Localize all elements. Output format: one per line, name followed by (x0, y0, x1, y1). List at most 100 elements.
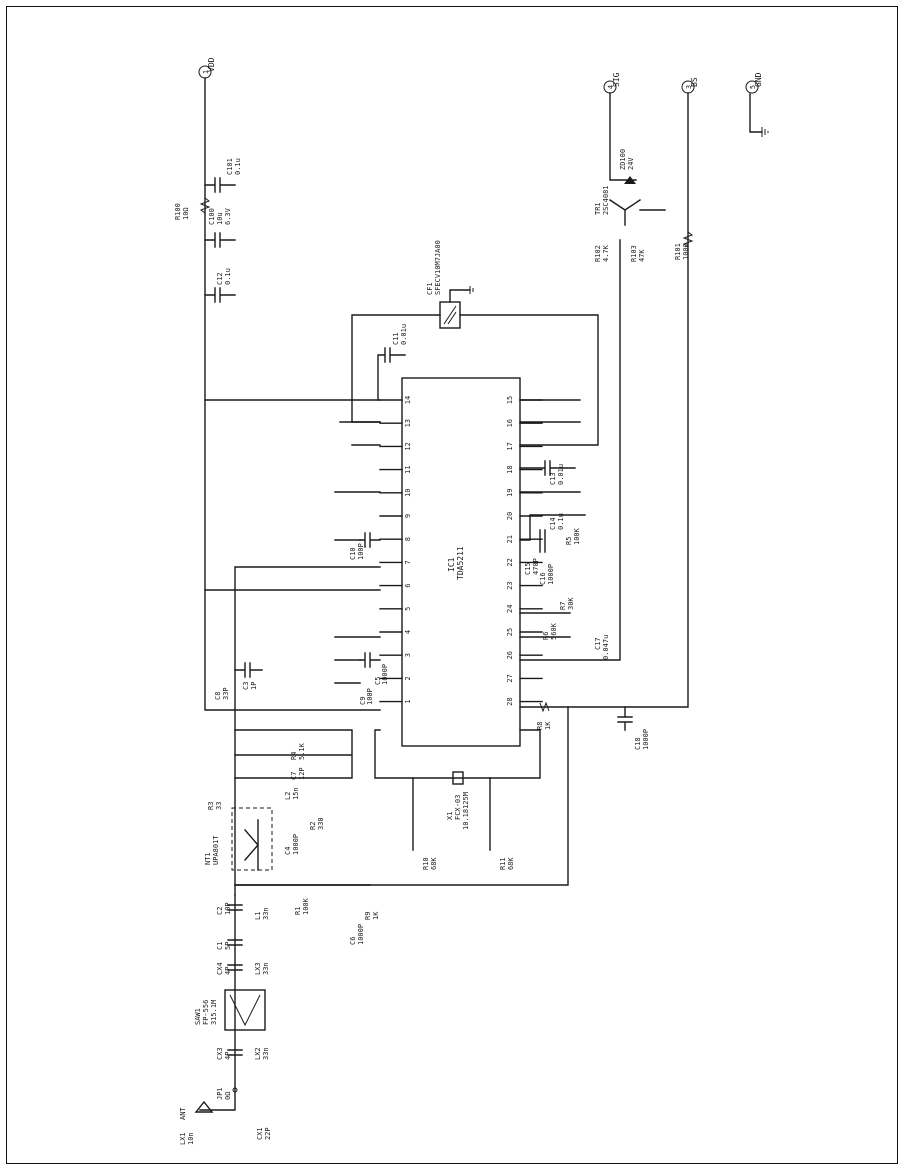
ic1-pin-number: 1 (404, 699, 412, 703)
svg-text:JP1: JP1 (216, 1087, 224, 1100)
ic1-pin-number: 28 (506, 697, 514, 705)
svg-text:TR1: TR1 (594, 202, 602, 215)
svg-text:330: 330 (317, 817, 325, 830)
svg-text:10u: 10u (216, 212, 224, 225)
svg-text:R1: R1 (294, 907, 302, 915)
svg-text:33n: 33n (262, 1047, 270, 1060)
svg-text:C10: C10 (349, 547, 357, 560)
ic1-pin-number: 27 (506, 674, 514, 682)
svg-text:C18: C18 (634, 737, 642, 750)
c2-l1: C2 10P L1 33n (216, 902, 270, 920)
svg-text:C3: C3 (242, 682, 250, 690)
svg-text:C1: C1 (216, 942, 224, 950)
svg-text:68K: 68K (430, 857, 438, 870)
svg-text:C11: C11 (392, 332, 400, 345)
svg-text:1P: 1P (250, 682, 258, 690)
ic1-pin-number: 5 (404, 607, 412, 611)
svg-text:1000P: 1000P (642, 729, 650, 750)
ic1-pin-number: 23 (506, 581, 514, 589)
svg-text:5.1K: 5.1K (298, 742, 306, 760)
svg-text:33n: 33n (262, 962, 270, 975)
r10-r11: R10 68K R11 68K (422, 857, 515, 870)
svg-text:R5: R5 (565, 537, 573, 545)
svg-text:0.047u: 0.047u (602, 635, 610, 660)
c8-c3: C8 33P C3 1P (214, 662, 263, 700)
saw1-filter: SAW1 FP-556 315.1M (194, 989, 266, 1031)
ic1-part: TDA5211 (456, 546, 465, 580)
svg-text:10P: 10P (224, 902, 232, 915)
ic1-pin-number: 3 (404, 653, 412, 657)
svg-text:10Ω: 10Ω (182, 207, 190, 220)
ic1-pin-number: 7 (404, 560, 412, 564)
svg-text:L2: L2 (284, 792, 292, 800)
svg-text:33: 33 (215, 802, 223, 810)
svg-text:0.1u: 0.1u (234, 158, 242, 175)
svg-text:SFECV10M7JA00: SFECV10M7JA00 (434, 240, 442, 295)
svg-text:0.1u: 0.1u (557, 513, 565, 530)
svg-text:4.7K: 4.7K (602, 244, 610, 262)
svg-text:100P: 100P (366, 688, 374, 705)
c11: C11 0.01u (377, 324, 408, 401)
svg-text:47K: 47K (638, 249, 646, 262)
cx3-lx2: CX3 4P LX2 33n (216, 1047, 270, 1060)
svg-text:0.01u: 0.01u (400, 324, 408, 345)
svg-text:UPA801T: UPA801T (212, 835, 220, 865)
ic1-pin-number: 8 (404, 537, 412, 541)
r100: R100 10Ω (174, 197, 211, 220)
svg-text:315.1M: 315.1M (210, 1000, 218, 1025)
svg-text:R102: R102 (594, 245, 602, 262)
svg-text:100K: 100K (573, 527, 581, 545)
svg-text:1K: 1K (544, 721, 552, 730)
svg-text:68K: 68K (507, 857, 515, 870)
cx4-lx3: CX4 4P LX3 33n (216, 962, 270, 975)
svg-text:C9: C9 (359, 697, 367, 705)
svg-text:FP-556: FP-556 (202, 1000, 210, 1025)
svg-text:C7: C7 (290, 772, 298, 780)
c101: C101 0.1u (204, 158, 242, 193)
svg-text:R2: R2 (309, 822, 317, 830)
svg-text:1000P: 1000P (292, 834, 300, 855)
tr1-transistor: TR1 2SC4081 (594, 185, 666, 226)
svg-text:C5: C5 (374, 677, 382, 685)
ic1-pin-number: 21 (506, 535, 514, 543)
r8: R8 1K (536, 701, 552, 730)
svg-text:R6: R6 (542, 632, 550, 640)
svg-text:FCX-03: FCX-03 (454, 795, 462, 820)
r1-r9-c6: R1 100K R9 1K C6 1000P (294, 897, 380, 945)
svg-text:4: 4 (607, 85, 615, 89)
r6-r7-c17: R7 30K R6 560K C17 0.047u (519, 597, 610, 660)
svg-text:C4: C4 (284, 847, 292, 855)
ic1-pin-number: 18 (506, 465, 514, 473)
svg-text:C16: C16 (539, 572, 547, 585)
c1: C1 5P (216, 939, 243, 950)
svg-text:C12: C12 (216, 272, 224, 285)
svg-text:100Ω: 100Ω (682, 243, 690, 260)
r101: R101 100Ω (674, 231, 694, 260)
ic1-pin-number: 12 (404, 442, 412, 450)
svg-text:2SC4081: 2SC4081 (602, 185, 610, 215)
svg-text:470P: 470P (532, 558, 540, 575)
svg-text:1: 1 (202, 70, 210, 74)
svg-text:C6: C6 (349, 937, 357, 945)
svg-text:3: 3 (685, 85, 693, 89)
svg-text:1000P: 1000P (381, 664, 389, 685)
jp1: JP1 0Ω (216, 1087, 238, 1100)
svg-text:CX1: CX1 (256, 1127, 264, 1140)
svg-text:1K: 1K (372, 911, 380, 920)
crystal-x1: X1 FCX-03 10.18125M (446, 771, 470, 830)
svg-text:SIG: SIG (612, 72, 621, 87)
svg-text:0Ω: 0Ω (224, 1092, 232, 1100)
svg-text:CF1: CF1 (426, 282, 434, 295)
c18: C18 1000P (617, 706, 650, 750)
ic1-pin-number: 20 (506, 512, 514, 520)
svg-text:R9: R9 (364, 912, 372, 920)
svg-text:100P: 100P (357, 543, 365, 560)
svg-text:6.3V: 6.3V (224, 207, 232, 225)
svg-text:VDD: VDD (207, 57, 216, 72)
ic1-pin-number: 14 (404, 396, 412, 404)
svg-text:C2: C2 (216, 907, 224, 915)
svg-text:0.01u: 0.01u (557, 464, 565, 485)
svg-text:C15: C15 (524, 562, 532, 575)
